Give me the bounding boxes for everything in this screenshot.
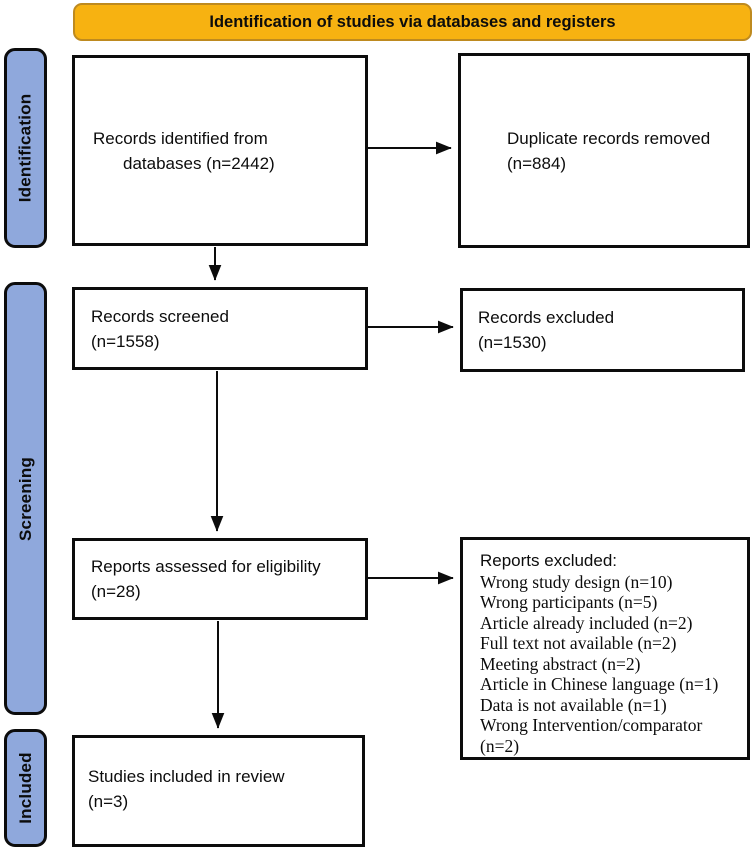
stage-label-text: Screening: [15, 456, 35, 541]
text-line: Wrong Intervention/comparator (n=2): [480, 715, 703, 756]
stage-label-text: Included: [15, 752, 35, 824]
stage-label-identification: Identification: [4, 48, 47, 248]
box-reports-excluded: Reports excluded: Wrong study design (n=…: [460, 537, 750, 760]
text-line: Wrong study design (n=10): [480, 571, 673, 592]
box-reports-assessed: Reports assessed for eligibility (n=28): [72, 538, 368, 620]
text-line: Full text not available (n=2): [480, 633, 677, 653]
text-line: (n=1558): [91, 331, 160, 351]
text-line: Records identified from: [93, 128, 268, 148]
box-records-identified: Records identified from databases (n=2442…: [72, 55, 368, 246]
text-line: Article in Chinese language (n=1): [480, 674, 719, 694]
stage-label-included: Included: [4, 729, 47, 847]
text-line: Article already included (n=2): [480, 612, 693, 633]
text-line: databases (n=2442): [123, 153, 275, 173]
text-line: Studies included in review: [88, 767, 285, 786]
text-line: (n=884): [507, 153, 567, 173]
box-studies-included: Studies included in review (n=3): [72, 735, 365, 847]
text-line: Data is not available (n=1): [480, 694, 667, 715]
stage-label-text: Identification: [15, 93, 35, 203]
box-records-screened: Records screened (n=1558): [72, 287, 368, 370]
reports-excluded-reason-list: Wrong study design (n=10)Wrong participa…: [480, 572, 739, 757]
diagram-title: Identification of studies via databases …: [209, 12, 616, 31]
diagram-title-banner: Identification of studies via databases …: [73, 3, 752, 41]
text-line: (n=28): [91, 582, 141, 601]
text-line: (n=1530): [478, 333, 547, 352]
text-line: (n=3): [88, 792, 129, 811]
box-duplicate-records-removed: Duplicate records removed (n=884): [458, 53, 750, 248]
box-records-excluded: Records excluded (n=1530): [460, 288, 745, 372]
reports-excluded-title: Reports excluded:: [480, 551, 618, 570]
stage-label-screening: Screening: [4, 282, 47, 715]
text-line: Reports assessed for eligibility: [91, 557, 321, 576]
text-line: Records screened: [91, 306, 229, 326]
text-line: Records excluded: [478, 308, 615, 327]
text-line: Meeting abstract (n=2): [480, 653, 641, 674]
text-line: Wrong participants (n=5): [480, 592, 658, 612]
text-line: Duplicate records removed: [507, 128, 711, 148]
